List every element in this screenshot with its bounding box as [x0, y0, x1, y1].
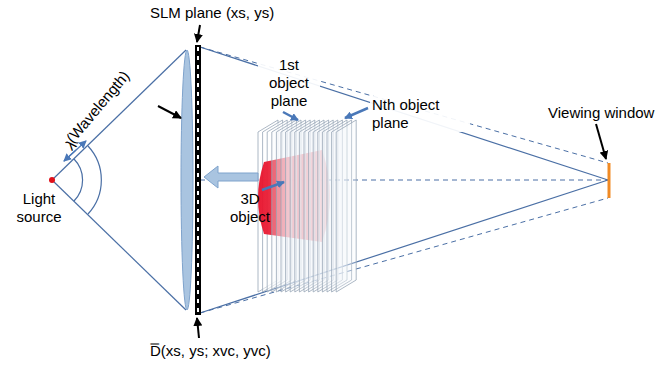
text-label: (Wavelength): [59, 63, 137, 151]
text-label: SLM plane (xs, ys): [150, 4, 300, 22]
object-planes: [272, 120, 356, 292]
text-label: 1st object plane: [258, 56, 320, 110]
lens: [181, 50, 193, 310]
leader-arrow: [596, 124, 606, 159]
slm-plane: [195, 45, 201, 315]
object-plane: [336, 120, 356, 292]
text-label: Nth object plane: [370, 96, 470, 132]
text-label: D̿(xs, ys; xvc, yvc): [150, 342, 350, 360]
leader-arrow: [262, 182, 284, 190]
leader-arrow: [345, 108, 368, 118]
ray-line: [52, 50, 186, 180]
leader-arrow: [197, 318, 199, 338]
ray-line: [52, 180, 186, 310]
leader-arrow: [158, 106, 181, 118]
propagation-arrow: [204, 166, 258, 188]
text-label: 3D object: [222, 190, 278, 226]
leader-arrow: [283, 112, 298, 120]
slm-pixels: [197, 47, 199, 313]
wavefront-arc: [74, 159, 83, 201]
text-label: Light source: [4, 190, 74, 226]
text-label: Viewing window: [548, 104, 666, 122]
wavefront-arc: [88, 146, 101, 214]
leader-arrow: [197, 25, 200, 42]
light-source-dot: [49, 177, 55, 183]
viewing-window: [608, 163, 611, 198]
